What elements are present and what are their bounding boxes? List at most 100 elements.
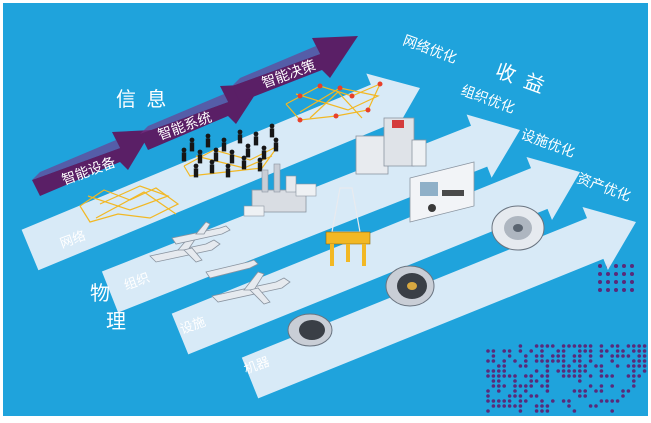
dot [642,369,647,373]
dot [524,384,528,388]
dot [610,359,614,363]
dot [497,389,501,393]
dot [551,359,555,363]
dot [540,344,544,348]
white-arrow-4 [241,207,637,399]
dot [540,384,544,388]
person-figure [197,149,203,164]
dot [486,369,490,373]
dot [614,264,618,268]
dot [626,389,631,393]
dot [556,349,560,353]
dot [491,354,496,358]
dot [578,354,582,358]
dot [599,389,604,393]
dot [615,344,620,348]
dot [598,280,602,284]
person-figure [261,145,267,160]
dot [502,374,507,378]
dot [491,349,496,353]
dot [534,404,539,408]
dot [497,374,501,378]
dot [534,394,539,398]
person-figure [253,131,259,146]
dot [599,369,604,373]
dot [518,394,523,398]
office-room-icon [409,161,475,223]
dot [502,364,507,368]
oil-rig-icon [325,187,371,266]
dot [599,354,604,358]
dot [588,384,593,388]
dot [598,264,602,268]
dot [610,384,614,388]
dot [599,344,604,348]
dot [578,349,582,353]
dot [632,384,636,388]
dot [524,399,528,403]
dot [626,364,631,368]
dot [534,359,539,363]
person-figure [241,155,247,170]
dot [529,394,533,398]
dot [513,394,517,398]
dot [491,374,496,378]
dot [518,344,523,348]
person-figure [221,137,227,152]
dot [556,369,560,373]
dot [615,354,620,358]
dot [588,374,593,378]
dot [578,369,582,373]
dot [567,344,571,348]
dot [622,264,626,268]
dot [605,374,609,378]
dot [561,364,566,368]
dot [491,384,496,388]
dot [540,349,544,353]
dot [545,389,550,393]
dot [524,359,528,363]
dot [621,394,625,398]
dot [497,369,501,373]
dot [507,374,512,378]
factory-icon [243,163,317,217]
dot [545,364,550,368]
dot [572,409,577,413]
dot [561,359,566,363]
dot [561,354,566,358]
person-figure [237,129,243,144]
dot [632,344,636,348]
dot [502,349,507,353]
dot [513,359,517,363]
dot [599,349,604,353]
physics-label-2: 理 [106,309,126,333]
dot [622,280,626,284]
dot [545,369,550,373]
dot [615,349,620,353]
purple-arrows-group: 智能设备 智能系统 智能决策 [32,36,358,196]
people-crowd-icon [181,123,279,178]
dot [486,359,490,363]
dot [606,288,610,292]
dot [572,374,577,378]
dot [497,404,501,408]
dot [578,394,582,398]
dot [529,374,533,378]
dot [588,344,593,348]
dot [637,349,641,353]
dot [513,389,517,393]
dot [567,369,571,373]
dot [529,384,533,388]
person-figure [257,157,263,172]
dot [518,409,523,413]
person-figure [189,137,195,152]
dot [524,374,528,378]
purple-arrow-smart-system: 智能系统 [140,84,262,150]
dot [599,384,604,388]
dot [540,404,544,408]
dot [588,359,593,363]
dot [632,374,636,378]
dot [572,369,577,373]
dot [605,349,609,353]
